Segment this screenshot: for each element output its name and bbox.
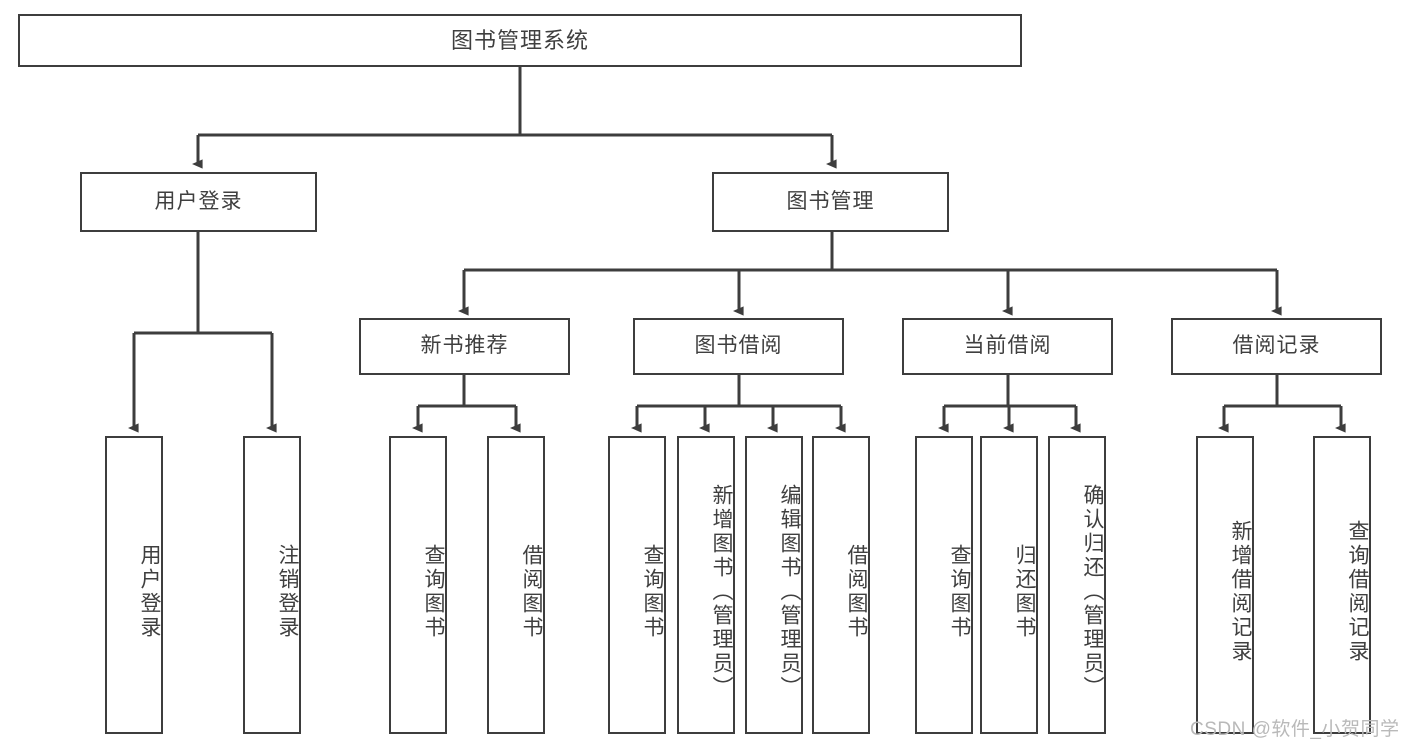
leaf-new-book-borrow-book[interactable]: 借阅图书 [487, 436, 545, 734]
leaf-label: 新增图书（管理员） [710, 484, 733, 700]
node-root-book-management-system[interactable]: 图书管理系统 [18, 14, 1022, 67]
leaf-record-query-record[interactable]: 查询借阅记录 [1313, 436, 1371, 734]
leaf-label: 查询图书 [948, 544, 971, 640]
leaf-label: 用户登录 [138, 544, 161, 640]
leaf-borrow-edit-book-admin[interactable]: 编辑图书（管理员） [745, 436, 803, 734]
node-user-login-label: 用户登录 [154, 189, 243, 213]
node-current-borrow[interactable]: 当前借阅 [902, 318, 1113, 375]
leaf-record-add-record[interactable]: 新增借阅记录 [1196, 436, 1254, 734]
node-user-login[interactable]: 用户登录 [80, 172, 317, 232]
node-borrow-record[interactable]: 借阅记录 [1171, 318, 1382, 375]
leaf-new-book-query-book[interactable]: 查询图书 [389, 436, 447, 734]
csdn-watermark: CSDN @软件_小贺同学 [1190, 719, 1400, 740]
leaf-label: 借阅图书 [845, 544, 868, 640]
leaf-current-query-book[interactable]: 查询图书 [915, 436, 973, 734]
leaf-label: 归还图书 [1013, 544, 1036, 640]
leaf-label: 借阅图书 [520, 544, 543, 640]
node-book-borrow[interactable]: 图书借阅 [633, 318, 844, 375]
leaf-borrow-add-book-admin[interactable]: 新增图书（管理员） [677, 436, 735, 734]
leaf-label: 查询图书 [641, 544, 664, 640]
node-new-book-recommend[interactable]: 新书推荐 [359, 318, 570, 375]
leaf-label: 新增借阅记录 [1229, 520, 1252, 664]
leaf-label: 注销登录 [276, 544, 299, 640]
leaf-user-login-logout[interactable]: 注销登录 [243, 436, 301, 734]
leaf-label: 确认归还（管理员） [1081, 484, 1104, 700]
leaf-current-confirm-return-admin[interactable]: 确认归还（管理员） [1048, 436, 1106, 734]
leaf-current-return-book[interactable]: 归还图书 [980, 436, 1038, 734]
leaf-label: 查询借阅记录 [1346, 520, 1369, 664]
leaf-borrow-borrow-book[interactable]: 借阅图书 [812, 436, 870, 734]
node-book-management-label: 图书管理 [786, 189, 875, 213]
leaf-label: 查询图书 [422, 544, 445, 640]
leaf-user-login-login[interactable]: 用户登录 [105, 436, 163, 734]
leaf-label: 编辑图书（管理员） [778, 484, 801, 700]
node-book-borrow-label: 图书借阅 [694, 334, 783, 358]
node-root-label: 图书管理系统 [450, 27, 589, 53]
node-borrow-record-label: 借阅记录 [1232, 334, 1321, 358]
node-current-borrow-label: 当前借阅 [963, 334, 1052, 358]
leaf-borrow-query-book[interactable]: 查询图书 [608, 436, 666, 734]
node-book-management[interactable]: 图书管理 [712, 172, 949, 232]
node-new-book-recommend-label: 新书推荐 [420, 334, 509, 358]
